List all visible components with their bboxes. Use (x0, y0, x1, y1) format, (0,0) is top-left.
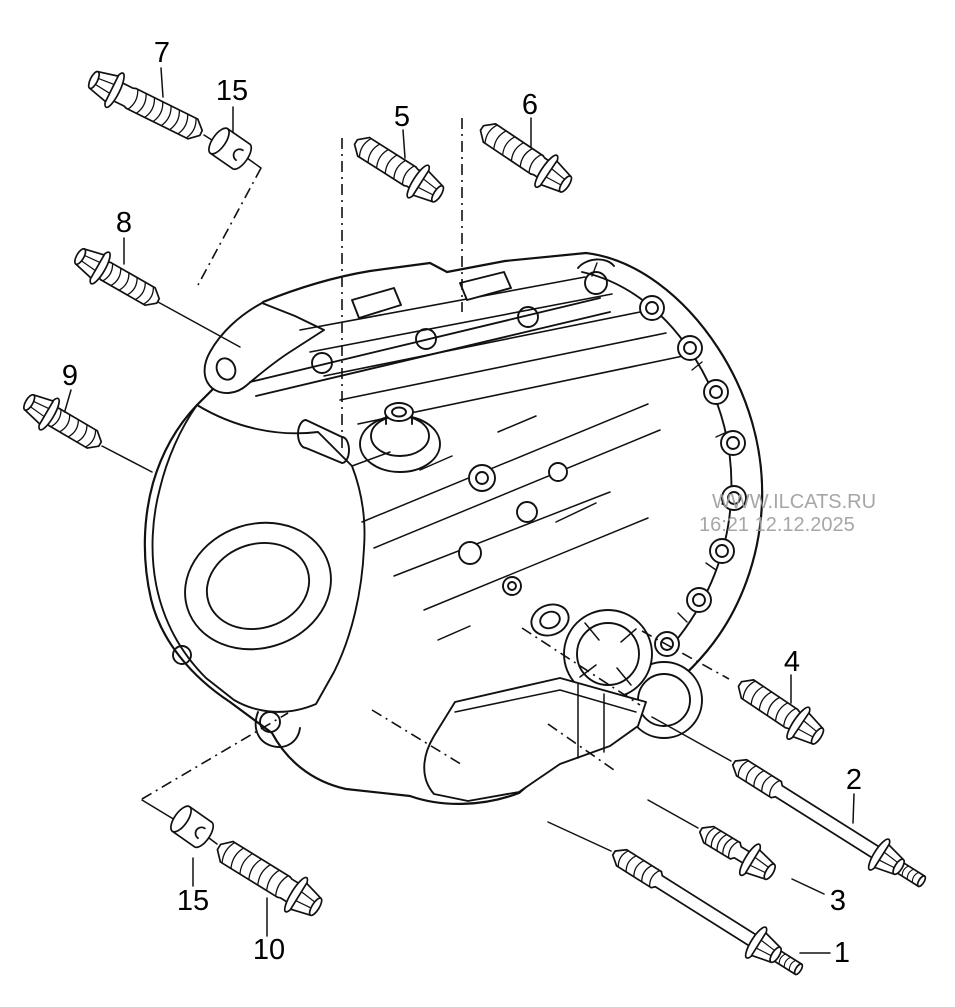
assembly-centerlines (141, 118, 730, 800)
callout-label-7[interactable]: 7 (154, 37, 170, 69)
callout-label-5[interactable]: 5 (394, 101, 410, 133)
bolt-3-illustration (697, 823, 776, 881)
centerline-dowel-15-bottom (141, 712, 289, 800)
fastener-parts-layer (23, 70, 927, 976)
bolt-8-illustration (74, 247, 162, 309)
dowel-15b-illustration (170, 805, 215, 849)
transmission-housing-illustration (143, 251, 764, 805)
bolt-2-illustration (730, 756, 927, 888)
watermark-timestamp: 16:21 12.12.2025 (699, 514, 855, 536)
callout-label-15-top[interactable]: 15 (216, 75, 248, 107)
centerline-bolt-4 (641, 630, 730, 680)
leader-lines (63, 67, 855, 954)
bolt-10-illustration (214, 838, 323, 917)
watermark-site: WWW.ILCATS.RU (712, 491, 876, 513)
dowel-15a-illustration (208, 127, 253, 171)
bolt-4-illustration (735, 676, 825, 745)
centerline-bolt-3 (547, 723, 615, 771)
watermark: WWW.ILCATS.RU 16:21 12.12.2025 (699, 491, 876, 536)
centerline-dowel-15-top (197, 167, 262, 286)
callout-label-8[interactable]: 8 (116, 207, 132, 239)
callout-labels: 1 2 3 4 5 6 7 8 9 10 15 15 (62, 37, 862, 969)
bolt-9-illustration (23, 393, 104, 452)
callout-label-4[interactable]: 4 (784, 646, 800, 678)
callout-label-2[interactable]: 2 (846, 764, 862, 796)
callout-label-1[interactable]: 1 (834, 937, 850, 969)
bolt-6-illustration (477, 120, 573, 193)
callout-label-10[interactable]: 10 (253, 934, 285, 966)
bolt-1-illustration (610, 846, 804, 976)
callout-label-3[interactable]: 3 (830, 885, 846, 917)
centerline-bolt-2 (521, 627, 641, 706)
bolt-7-illustration (87, 70, 205, 142)
centerline-bolt-1 (371, 709, 465, 767)
callout-label-9[interactable]: 9 (62, 360, 78, 392)
callout-label-6[interactable]: 6 (522, 89, 538, 121)
callout-label-15-bottom[interactable]: 15 (177, 885, 209, 917)
bolt-5-illustration (351, 134, 445, 203)
